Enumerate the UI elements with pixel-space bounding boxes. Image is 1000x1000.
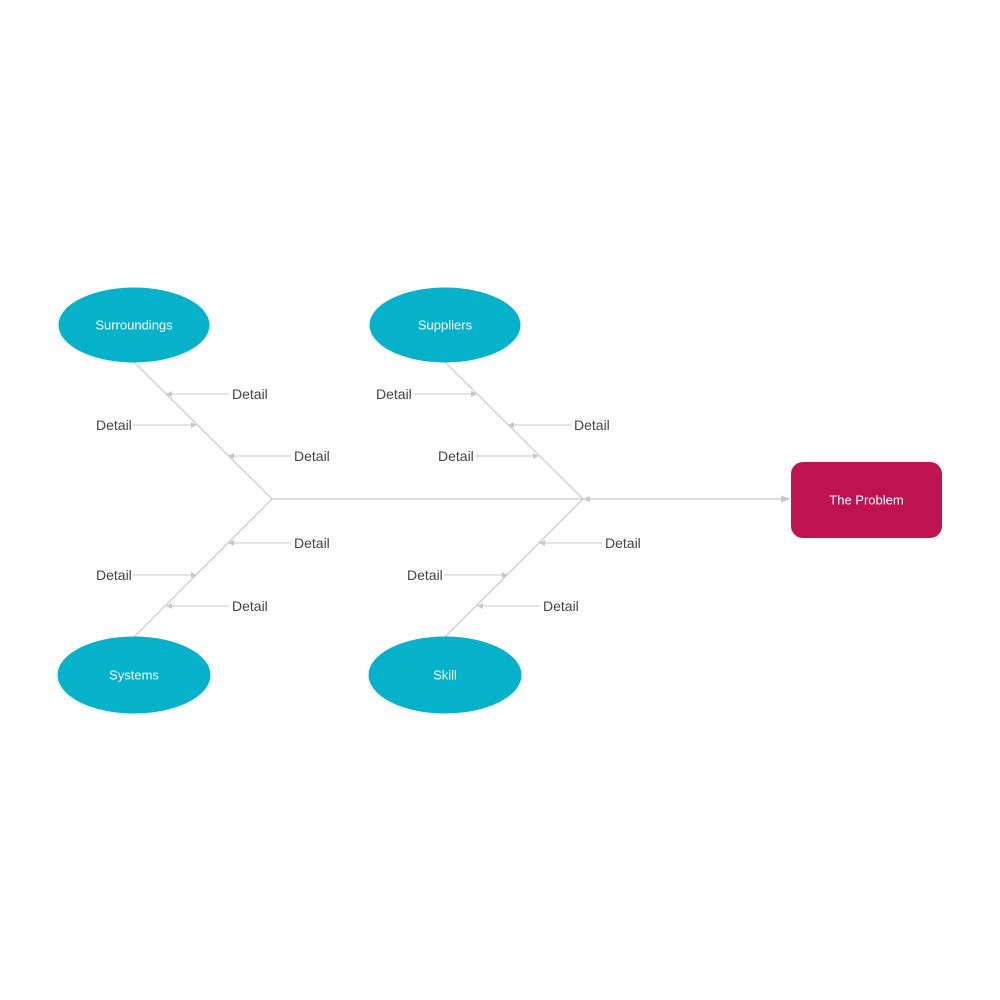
detail-skill-2: Detail — [407, 567, 508, 583]
detail-surroundings-1: Detail — [166, 386, 268, 402]
spine-junction-marker — [583, 496, 590, 502]
detail-surroundings-2: Detail — [96, 417, 197, 433]
detail-suppliers-2: Detail — [508, 417, 610, 433]
detail-label: Detail — [574, 417, 610, 433]
detail-label: Detail — [438, 448, 474, 464]
spine-arrowhead — [781, 495, 791, 503]
problem-label: The Problem — [829, 493, 903, 508]
category-label: Suppliers — [418, 318, 473, 333]
detail-systems-1: Detail — [228, 535, 330, 551]
detail-label: Detail — [294, 535, 330, 551]
category-ellipse — [369, 287, 521, 363]
category-node-systems[interactable]: Systems — [57, 636, 211, 714]
detail-skill-1: Detail — [539, 535, 641, 551]
detail-label: Detail — [294, 448, 330, 464]
detail-label: Detail — [232, 598, 268, 614]
category-label: Surroundings — [95, 318, 173, 333]
category-node-surroundings[interactable]: Surroundings — [58, 287, 210, 363]
detail-label: Detail — [96, 567, 132, 583]
detail-label: Detail — [605, 535, 641, 551]
category-node-suppliers[interactable]: Suppliers — [369, 287, 521, 363]
problem-node[interactable]: The Problem — [791, 462, 942, 538]
detail-label: Detail — [96, 417, 132, 433]
detail-label: Detail — [232, 386, 268, 402]
category-node-skill[interactable]: Skill — [368, 636, 522, 714]
detail-label: Detail — [543, 598, 579, 614]
detail-suppliers-1: Detail — [376, 386, 477, 402]
detail-surroundings-3: Detail — [228, 448, 330, 464]
bone-systems — [133, 498, 273, 638]
category-ellipse — [58, 287, 210, 363]
detail-skill-3: Detail — [477, 598, 579, 614]
category-ellipse — [57, 636, 211, 714]
category-ellipse — [368, 636, 522, 714]
detail-label: Detail — [376, 386, 412, 402]
detail-suppliers-3: Detail — [438, 448, 539, 464]
detail-label: Detail — [407, 567, 443, 583]
detail-systems-3: Detail — [166, 598, 268, 614]
bone-surroundings — [133, 361, 273, 500]
problem-box — [791, 462, 942, 538]
bone-skill — [444, 498, 584, 638]
category-label: Skill — [433, 668, 457, 683]
detail-systems-2: Detail — [96, 567, 197, 583]
bone-suppliers — [444, 361, 584, 500]
category-label: Systems — [109, 668, 159, 683]
